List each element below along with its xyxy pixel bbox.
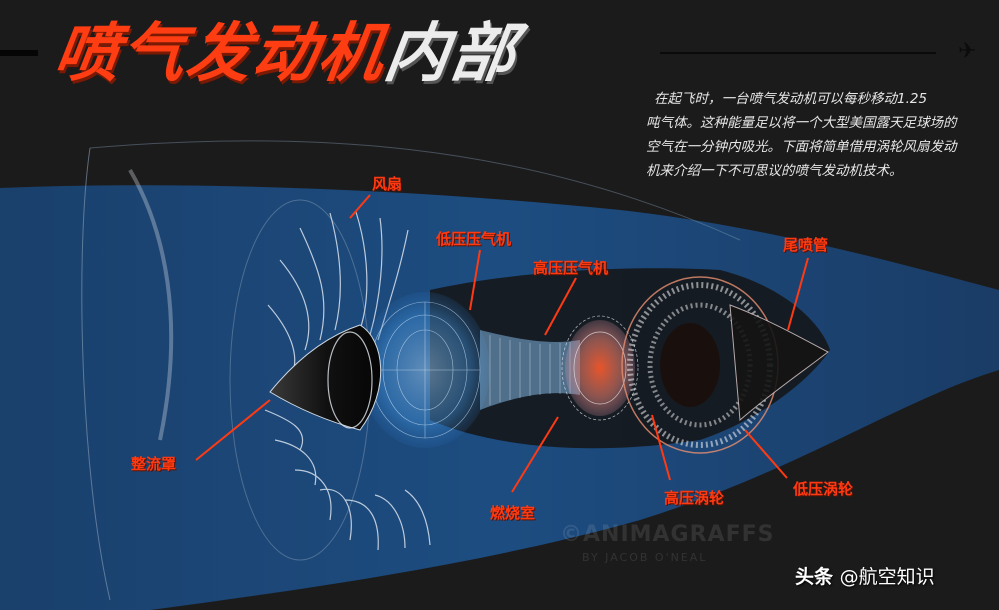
- label-combustor: 燃烧室: [490, 504, 536, 522]
- label-hp-compressor: 高压压气机: [533, 259, 609, 277]
- intro-line-4: 机来介绍一下不可思议的喷气发动机技术。: [646, 163, 903, 179]
- label-lp-compressor: 低压压气机: [436, 230, 512, 248]
- label-fan: 风扇: [372, 175, 403, 193]
- label-lp-turbine: 低压涡轮: [793, 480, 854, 498]
- label-spinner: 整流罩: [131, 455, 177, 473]
- intro-line-1: 在起飞时，一台喷气发动机可以每秒移动1.25: [654, 91, 928, 107]
- intro-line-2: 吨气体。这种能量足以将一个大型美国露天足球场的: [646, 115, 957, 131]
- nacelle-outline: [81, 147, 111, 601]
- title-red-part: 喷气发动机: [49, 17, 391, 91]
- label-hp-turbine: 高压涡轮: [664, 489, 725, 507]
- fan-blades: [264, 211, 431, 551]
- spinner-cone: [269, 324, 382, 431]
- label-nozzle: 尾喷管: [783, 236, 829, 254]
- page-title: 喷气发动机内部: [49, 14, 522, 94]
- leader-lines: [195, 194, 809, 493]
- combustion-chamber: [565, 320, 635, 416]
- source-credit: 头条 @航空知识: [795, 562, 935, 589]
- title-dash: [0, 50, 38, 56]
- credit-platform: 头条: [795, 566, 834, 588]
- exhaust-cone: [729, 304, 829, 422]
- airplane-icon: ✈: [958, 39, 977, 64]
- watermark-author: BY JACOB O'NEAL: [582, 551, 708, 564]
- watermark-brand: ©ANIMAGRAFFS: [560, 522, 775, 547]
- intro-paragraph: 在起飞时，一台喷气发动机可以每秒移动1.25 吨气体。这种能量足以将一个大型美国…: [646, 87, 982, 183]
- credit-account: @航空知识: [839, 566, 935, 588]
- intro-line-3: 空气在一分钟内吸光。下面将简单借用涡轮风扇发动: [646, 139, 957, 155]
- title-white-part: 内部: [379, 17, 523, 91]
- title-rule: [660, 52, 936, 54]
